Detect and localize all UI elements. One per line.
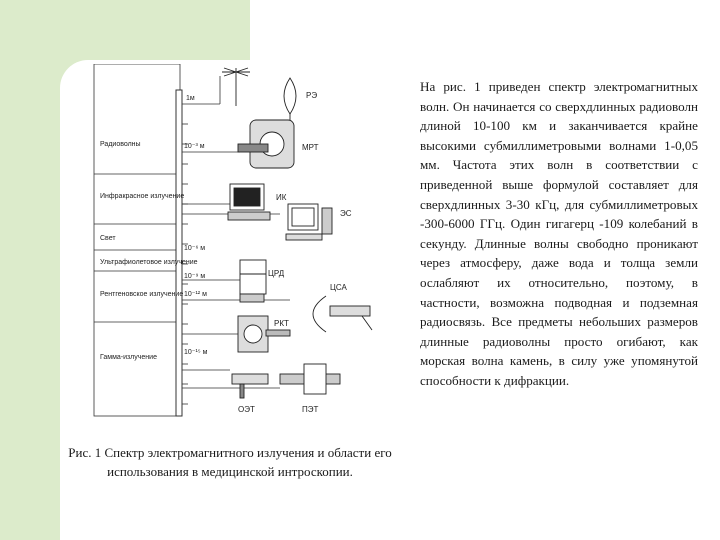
band-column: [93, 64, 181, 417]
angiography-c-arm-icon: [312, 295, 373, 333]
device-label-oet: ОЭТ: [238, 405, 255, 414]
device-label-mrt: МРТ: [302, 143, 319, 152]
band-label-infrared: Инфракрасное излучение: [100, 193, 184, 200]
device-label-crd: ЦРД: [268, 269, 285, 278]
digital-radiography-icon: [239, 259, 267, 303]
figure-caption: Рис. 1 Спектр электромагнитного излучени…: [68, 445, 392, 479]
emission-tomography-icon: [231, 363, 341, 399]
band-label-light: Свет: [100, 235, 116, 242]
wavelength-mark: 10⁻⁶ м: [184, 245, 205, 252]
wavelength-mark: 10⁻¹² м: [184, 291, 207, 298]
endoscopy-workstation-icon: [285, 203, 333, 241]
device-label-re: РЭ: [306, 91, 317, 100]
wavelength-mark: 1м: [186, 95, 195, 102]
spectrum-diagram: Радиоволны Инфракрасное излучение Свет У…: [93, 64, 373, 417]
mri-scanner-icon: [237, 119, 295, 169]
band-label-radio: Радиоволны: [100, 141, 141, 148]
band-label-ultraviolet: Ультрафиолетовое излучение: [100, 259, 198, 266]
device-label-ik: ИК: [276, 193, 287, 202]
band-label-xray: Рентгеновское излучение: [100, 291, 183, 298]
infrared-workstation-icon: [227, 183, 271, 221]
device-label-csa: ЦСА: [330, 283, 348, 292]
wavelength-mark: 10⁻⁹ м: [184, 273, 205, 280]
antenna-icon: [222, 67, 250, 106]
ct-scanner-icon: [237, 315, 291, 353]
device-label-rkt: РКТ: [274, 319, 289, 328]
device-label-es: ЭС: [340, 209, 352, 218]
dish-antenna-icon: [283, 77, 297, 122]
spectrum-figure: Радиоволны Инфракрасное излучение Свет У…: [90, 64, 380, 434]
wavelength-mark: 10⁻¹⁵ м: [184, 349, 208, 356]
band-label-gamma: Гамма-излучение: [100, 354, 157, 361]
wavelength-scale-bar: [175, 89, 183, 417]
device-label-pet: ПЭТ: [302, 405, 319, 414]
wavelength-mark: 10⁻³ м: [184, 143, 205, 150]
body-paragraph: На рис. 1 приведен спектр электромагнитн…: [420, 79, 698, 388]
